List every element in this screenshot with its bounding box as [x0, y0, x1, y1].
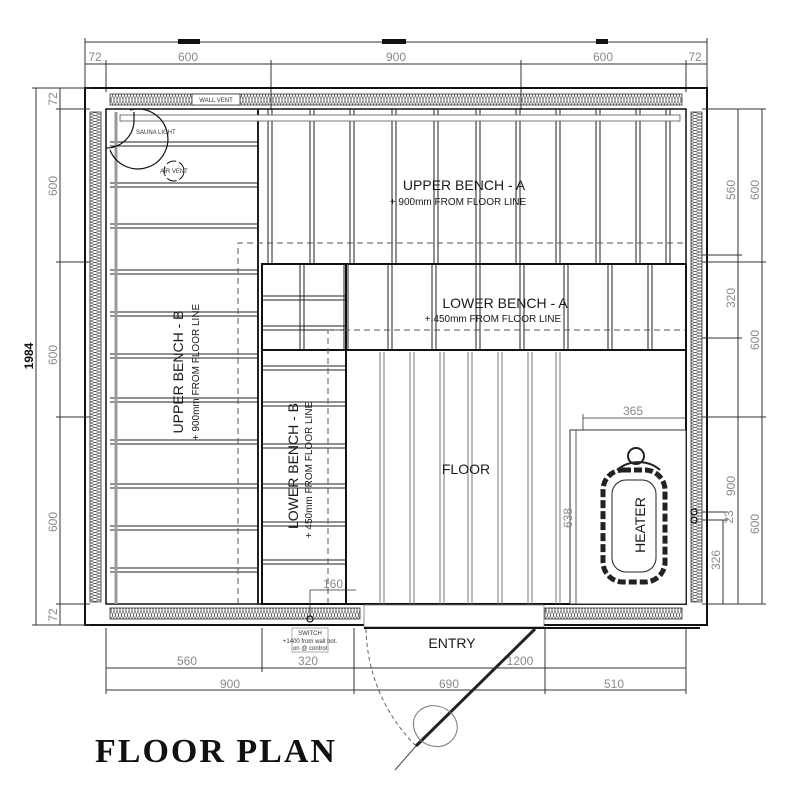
dim-right-outer-2: 600 [748, 514, 762, 534]
dim-top-4: 72 [688, 50, 702, 64]
heater-depth-dim: 638 [561, 508, 575, 528]
upper-bench-b-label: UPPER BENCH - B [170, 311, 186, 434]
dim-right-inner-3: 326 [709, 550, 723, 570]
bottom-dimensions [105, 628, 687, 694]
switch-offset-dim: 160 [323, 577, 343, 591]
heater-unit [600, 447, 668, 585]
switch-note-box [291, 627, 329, 653]
entry-label: ENTRY [428, 635, 476, 651]
floor-slats [379, 352, 561, 604]
dim-left-2: 600 [46, 345, 60, 365]
dim-right-inner-0: 560 [724, 180, 738, 200]
dim-top-3: 600 [593, 50, 613, 64]
door-swing [365, 627, 537, 771]
dim-top-1: 600 [178, 50, 198, 64]
top-scribble-marks [178, 39, 608, 44]
dim-bottom1-2: 1200 [507, 654, 534, 668]
dim-left-total: 1984 [22, 342, 36, 369]
upper-bench-b-note: + 900mm FROM FLOOR LINE [191, 303, 202, 440]
upper-bench-b-slats [110, 109, 259, 604]
dim-bottom1-0: 560 [177, 654, 197, 668]
dim-bottom2-1: 690 [439, 677, 459, 691]
dim-right-outer-0: 600 [748, 180, 762, 200]
dim-bottom2-0: 900 [220, 677, 240, 691]
air-vent-label: AIR VENT [160, 169, 188, 175]
upper-bench-a-label: UPPER BENCH - A [403, 177, 526, 193]
sauna-light-icon [105, 112, 135, 149]
dim-bottom2-2: 510 [604, 677, 624, 691]
air-vent-icon [163, 160, 185, 182]
lower-bench-b-note: + 450mm FROM FLOOR LINE [304, 401, 315, 538]
lower-bench-a-slats [299, 264, 653, 350]
dim-top-2: 900 [386, 50, 406, 64]
heater-width-dim: 365 [623, 404, 643, 418]
right-dimensions [702, 108, 766, 605]
floor-label: FLOOR [442, 461, 490, 477]
dim-left-4: 72 [46, 608, 60, 622]
left-dimensions [32, 87, 90, 626]
lower-bench-a-label: LOWER BENCH - A [442, 295, 568, 311]
sauna-light-label: SAUNA LIGHT [136, 130, 176, 136]
dim-left-0: 72 [46, 92, 60, 106]
dim-right-inner-2: 900 [724, 476, 738, 496]
wall-vent-label: WALL VENT [199, 98, 233, 104]
switch-label: SWITCH [298, 631, 322, 637]
dashed-outlines [237, 242, 686, 604]
dim-left-3: 600 [46, 512, 60, 532]
dim-right-small: 23 [722, 510, 736, 524]
drawing-title: FLOOR PLAN [95, 733, 337, 770]
lower-bench-a-note: + 450mm FROM FLOOR LINE [425, 314, 562, 325]
dim-right-outer-1: 600 [748, 330, 762, 350]
heater-label: HEATER [632, 497, 648, 553]
wall-insulation [89, 93, 703, 620]
dim-top-0: 72 [88, 50, 102, 64]
dim-left-1: 600 [46, 176, 60, 196]
dim-bottom1-1: 320 [298, 654, 318, 668]
lower-bench-b-slats [262, 295, 346, 565]
lower-bench-b-label: LOWER BENCH - B [285, 403, 301, 529]
switch-note-1: +1400 from wall bot. [283, 639, 338, 645]
upper-rail [119, 114, 681, 122]
upper-bench-a-note: + 900mm FROM FLOOR LINE [390, 197, 527, 208]
dim-right-inner-1: 320 [724, 288, 738, 308]
entry-threshold [363, 604, 545, 628]
upper-bench-a-slats [267, 109, 671, 264]
switch-note-2: on @ control [293, 646, 327, 652]
